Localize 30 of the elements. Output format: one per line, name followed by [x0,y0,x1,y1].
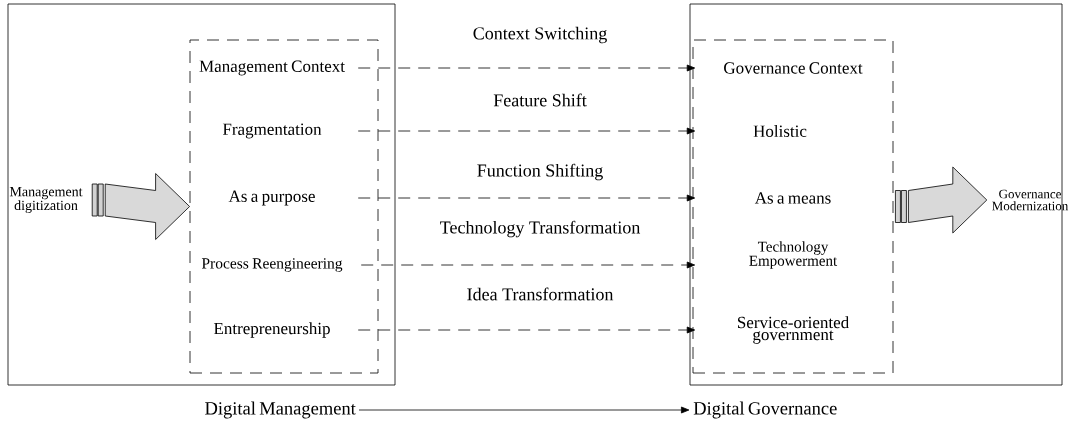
edge-label: Idea Transformation [467,287,614,301]
node-text: As a purpose [228,190,315,206]
node-text: Management digitization [9,187,83,213]
edge-label: Function Shifting [477,163,603,181]
node-text: Technology Empowerment [749,241,838,269]
group-box [692,39,894,374]
node-text: Service-oriented government [738,316,849,344]
arrow [357,127,696,135]
node-text: As a means [754,192,831,204]
block-arrow [104,173,190,240]
group-box [7,3,396,386]
node-text: Management Context [199,60,345,76]
arrow [357,326,696,334]
block-arrow [908,166,988,234]
node-text: Entrepreneurship [213,322,330,338]
node-text: Fragmentation [222,123,322,139]
node-text: Governance Context [724,62,863,74]
edge-label: Technology Transformation [440,220,641,238]
node-text: Digital Governance [693,401,837,419]
node-text: Process Reengineering [201,258,343,272]
group-box [189,39,379,374]
arrow [357,64,696,72]
edge-label: Context Switching [473,26,607,44]
node-text: Holistic [753,125,807,137]
arrow [357,194,696,202]
edge-label: Feature Shift [493,93,587,107]
node-text: Digital Management [205,401,356,419]
arrow [358,406,690,414]
node-text: Governance Modernization [992,189,1069,211]
arrow [360,261,696,269]
